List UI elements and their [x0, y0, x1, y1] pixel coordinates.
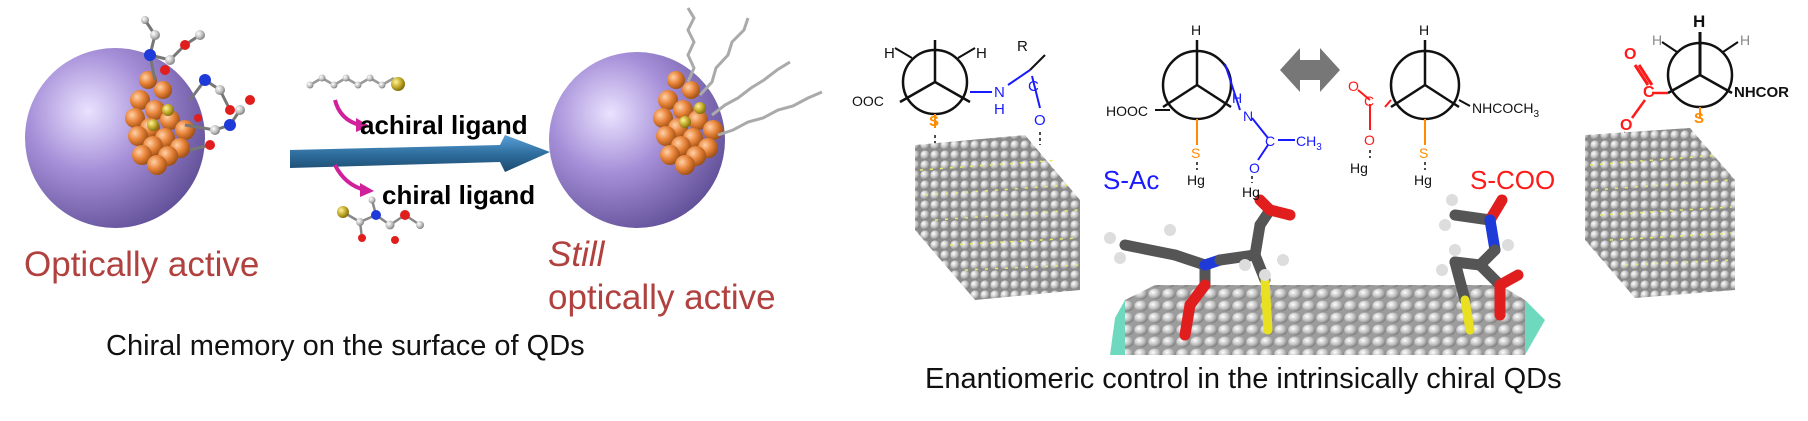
newman4-h-right: H [1740, 32, 1751, 48]
newman4-nhcor: NHCOR [1734, 84, 1789, 101]
stick-molecule-left [1104, 194, 1296, 341]
crystal-slab-1 [915, 135, 1080, 300]
newman3-top-h: H [1419, 22, 1430, 38]
newman4-top-h: H [1693, 12, 1706, 31]
newman-projection-3 [1357, 40, 1471, 170]
newman4-o-top: O [1624, 46, 1637, 63]
caption-chiral-memory: Chiral memory on the surface of QDs [106, 330, 585, 362]
newman2-hg2: Hg [1242, 184, 1260, 200]
newman2-n: N [1243, 108, 1254, 124]
newman4-c: C [1643, 84, 1655, 101]
newman2-o: O [1249, 160, 1260, 176]
ligand-atoms-initial [141, 16, 255, 150]
newman1-o: O [1034, 112, 1046, 129]
newman2-hg1: Hg [1187, 172, 1205, 188]
label-achiral-ligand: achiral ligand [360, 110, 528, 140]
newman1-r: R [1017, 38, 1028, 55]
newman2-h: H [1232, 90, 1243, 106]
achiral-ligand-atoms [306, 74, 405, 91]
newman3-o-top: O [1348, 78, 1359, 94]
newman2-ch3: CH3 [1296, 133, 1322, 153]
newman1-h: H [994, 101, 1005, 118]
newman-projection-4 [1619, 32, 1739, 143]
crystal-slab-2 [1585, 128, 1735, 298]
magenta-arrow-top [333, 99, 370, 132]
newman3-c: C [1364, 93, 1375, 109]
double-arrow-icon [1280, 48, 1340, 92]
newman1-c: C [1028, 78, 1039, 95]
label-s-ac: S-Ac [1103, 165, 1160, 195]
magenta-arrow-bottom [333, 164, 374, 197]
newman3-hg1: Hg [1350, 160, 1368, 176]
newman1-h2: H [976, 45, 987, 62]
newman2-s: S [1191, 145, 1201, 161]
orange-cluster-initial [125, 71, 195, 175]
orange-cluster-final [653, 71, 723, 175]
label-optically-active: Optically active [24, 245, 260, 284]
label-chiral-ligand: chiral ligand [382, 180, 536, 210]
label-still-optically-active: optically active [548, 278, 776, 317]
newman1-h1: H [884, 45, 895, 62]
newman3-hg2: Hg [1414, 172, 1432, 188]
stick-molecule-right [1436, 194, 1524, 335]
newman3-o-bottom: O [1364, 132, 1375, 148]
newman2-c: C [1265, 133, 1276, 149]
newman1-n: N [994, 84, 1005, 101]
newman3-s: S [1419, 145, 1429, 161]
newman1-ooc: OOC [852, 93, 884, 109]
label-still: Still [548, 235, 605, 274]
label-s-coo: S-COO [1470, 165, 1556, 195]
newman4-s: S [1694, 110, 1705, 127]
big-blue-arrow [290, 135, 550, 172]
newman-projection-1 [894, 40, 1046, 145]
caption-enantiomeric-control: Enantiomeric control in the intrinsicall… [925, 363, 1562, 395]
newman4-h-left: H [1652, 32, 1663, 48]
newman1-s: S [929, 113, 940, 130]
newman2-hooc: HOOC [1106, 103, 1148, 119]
newman-projection-2 [1155, 40, 1295, 183]
newman4-o-bottom: O [1620, 117, 1633, 134]
achiral-ligand-chains-final [686, 7, 823, 137]
qd-sphere-initial [25, 48, 205, 228]
newman2-top-h: H [1191, 22, 1202, 38]
metal-surface-slab [1110, 285, 1545, 355]
qd-sphere-final [549, 52, 725, 228]
newman3-nhcoch3: NHCOCH3 [1472, 100, 1540, 120]
chiral-ligand-atoms [337, 196, 424, 244]
